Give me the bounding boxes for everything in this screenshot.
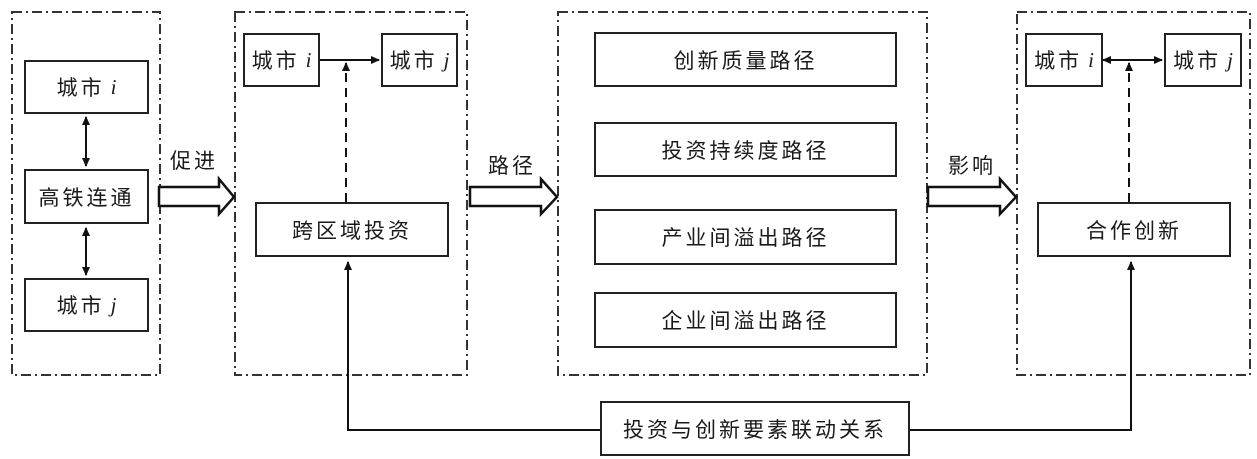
cross-region-investment-box: 跨区域投资 <box>255 202 449 257</box>
path-box-innovation-quality: 创新质量路径 <box>594 32 897 87</box>
path-label-inter-industry-spillover: 产业间溢出路径 <box>661 226 830 250</box>
cooperative-innovation-box: 合作创新 <box>1037 202 1231 257</box>
hsr-city-j-var: j <box>110 292 117 317</box>
hsr-city-i-label: 城市 <box>56 76 105 100</box>
path-label-innovation-quality: 创新质量路径 <box>673 48 818 73</box>
innovation-city-i-var: i <box>1088 47 1094 72</box>
investment-city-j-var: j <box>443 47 450 72</box>
linkage-to-investment-line <box>344 261 600 431</box>
cooperative-innovation-label: 合作创新 <box>1086 218 1182 243</box>
investment-city-i-var: i <box>305 47 312 72</box>
linkage-to-innovation-line <box>910 261 1135 431</box>
investment-city-i-label: 城市 <box>251 49 300 73</box>
influence-block-arrow <box>926 175 1018 218</box>
panel-innovation-frame <box>1016 11 1251 376</box>
investment-city-j-label: 城市 <box>389 49 438 73</box>
hsr-connectivity-box: 高铁连通 <box>24 169 149 224</box>
linkage-relation-box: 投资与创新要素联动关系 <box>600 401 910 456</box>
panel-paths-frame <box>557 11 928 376</box>
linkage-relation-label: 投资与创新要素联动关系 <box>623 417 887 442</box>
path-block-arrow <box>468 175 559 218</box>
path-box-inter-industry-spillover: 产业间溢出路径 <box>594 209 897 265</box>
path-box-inter-firm-spillover: 企业间溢出路径 <box>594 292 897 348</box>
innovation-city-j-label: 城市 <box>1173 49 1222 73</box>
hsr-city-i-var: i <box>110 74 117 99</box>
path-label-inter-firm-spillover: 企业间溢出路径 <box>661 309 830 333</box>
innovation-city-j-var: j <box>1227 47 1233 72</box>
path-label: 路径 <box>488 154 536 178</box>
panel-investment-frame <box>234 11 468 376</box>
hsr-city-j-label: 城市 <box>56 294 105 318</box>
innovation-city-i-label: 城市 <box>1034 49 1083 73</box>
cross-region-investment-label: 跨区域投资 <box>292 218 412 243</box>
path-label-investment-persistence: 投资持续度路径 <box>661 138 830 163</box>
path-box-investment-persistence: 投资持续度路径 <box>594 122 897 177</box>
promote-label: 促进 <box>170 149 218 173</box>
hsr-connectivity-label: 高铁连通 <box>38 185 135 210</box>
promote-block-arrow <box>157 175 236 218</box>
influence-label: 影响 <box>948 154 996 178</box>
